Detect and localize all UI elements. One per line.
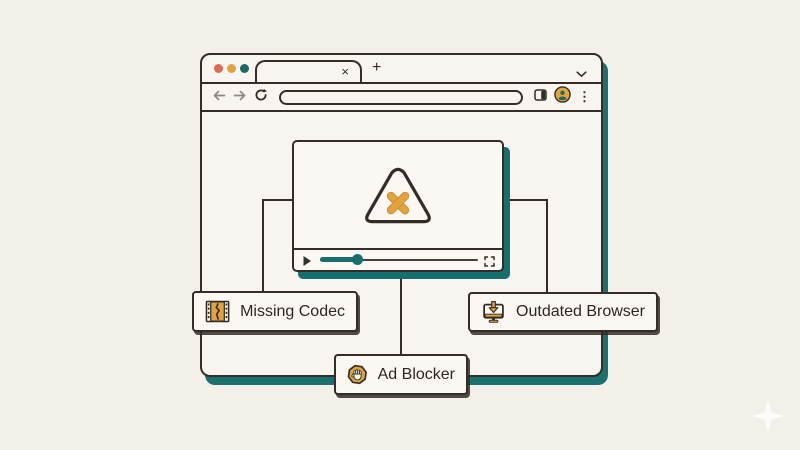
video-player-screen <box>294 142 502 248</box>
callout-label: Missing Codec <box>240 302 345 320</box>
connector-right-horizontal <box>502 199 548 201</box>
monitor-download-icon <box>483 300 504 323</box>
connector-left-vertical <box>262 199 264 292</box>
stop-hand-icon <box>347 364 367 385</box>
window-control-close[interactable] <box>214 64 223 73</box>
broken-film-icon <box>205 300 230 323</box>
play-button[interactable] <box>302 254 312 272</box>
reload-button[interactable] <box>254 88 268 107</box>
back-button[interactable] <box>212 88 226 106</box>
callout-missing-codec: Missing Codec <box>192 291 358 332</box>
connector-left-horizontal <box>262 199 294 201</box>
tab-close-icon[interactable]: × <box>341 64 349 79</box>
sidebar-toggle-icon[interactable] <box>534 88 547 106</box>
callout-outdated-browser: Outdated Browser <box>468 292 658 332</box>
sparkle-decoration <box>751 399 785 433</box>
callout-label: Ad Blocker <box>377 365 455 383</box>
profile-avatar[interactable] <box>554 86 571 108</box>
connector-bottom-vertical <box>400 270 402 355</box>
window-control-minimize[interactable] <box>227 64 236 73</box>
video-controls-bar <box>294 248 502 270</box>
error-x-icon <box>386 191 410 214</box>
connector-right-vertical <box>546 199 548 293</box>
tab-strip: × + <box>202 55 601 84</box>
browser-tab[interactable]: × <box>255 60 362 82</box>
window-controls <box>214 64 249 73</box>
callout-ad-blocker: Ad Blocker <box>334 354 468 395</box>
browser-toolbar: ⋮ <box>202 84 601 112</box>
progress-fill <box>320 257 358 262</box>
fullscreen-button[interactable] <box>484 254 495 272</box>
video-player <box>292 140 504 272</box>
new-tab-button[interactable]: + <box>372 59 382 76</box>
tab-list-chevron-down-icon[interactable] <box>576 65 587 83</box>
callout-label: Outdated Browser <box>516 303 645 320</box>
menu-kebab-icon[interactable]: ⋮ <box>578 89 591 104</box>
address-bar[interactable] <box>279 89 523 105</box>
window-control-maximize[interactable] <box>240 64 249 73</box>
warning-triangle-icon <box>365 167 431 223</box>
progress-track[interactable] <box>320 259 478 261</box>
forward-button[interactable] <box>233 88 247 106</box>
progress-knob[interactable] <box>352 254 363 265</box>
